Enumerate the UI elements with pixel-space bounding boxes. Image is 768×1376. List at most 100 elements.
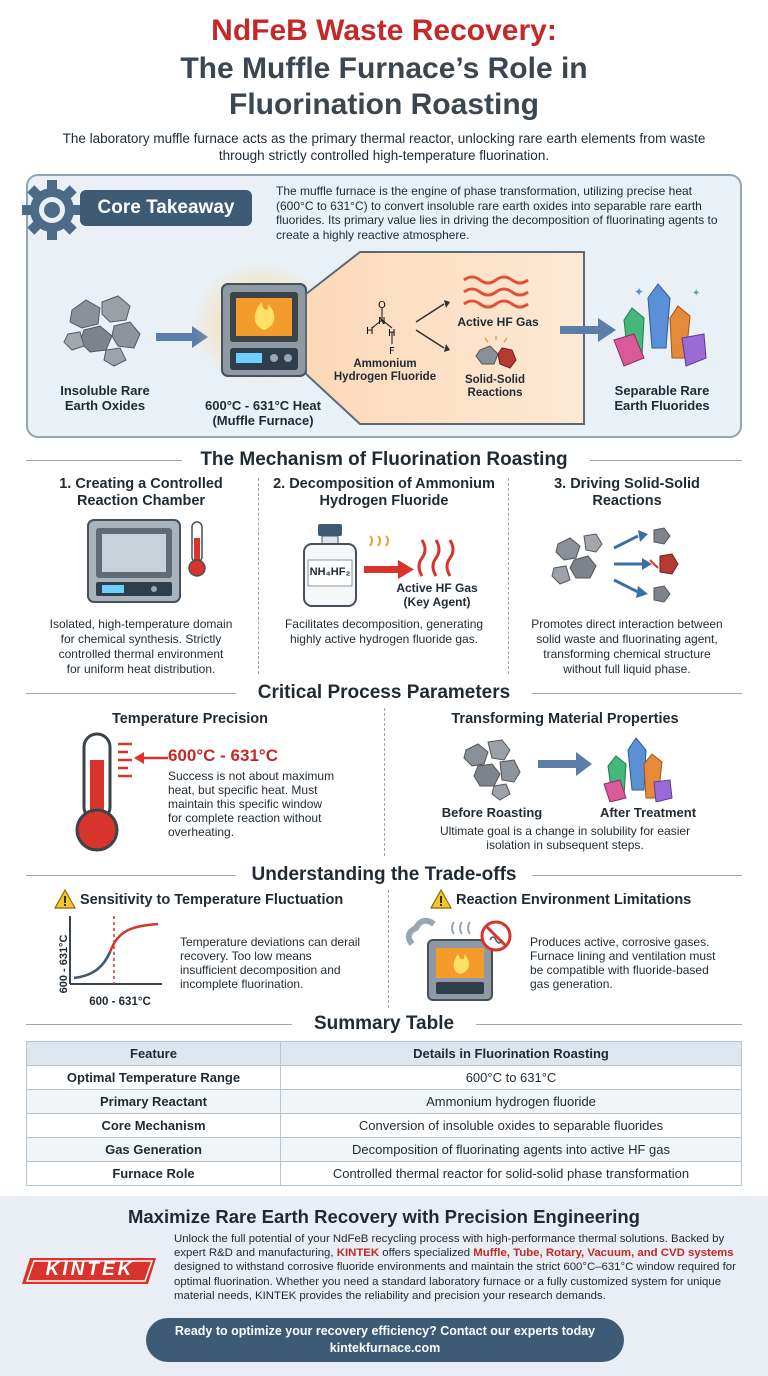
sensitivity-desc-1: Temperature deviations can derail xyxy=(180,935,361,949)
ammonium-label-2: Hydrogen Fluoride xyxy=(333,371,437,383)
environment-desc-2: Furnace lining and ventilation must xyxy=(530,949,716,963)
corrosive-gas-furnace-icon xyxy=(405,917,512,1001)
reaction-chamber-furnace-icon xyxy=(87,519,206,603)
warning-icon xyxy=(54,889,76,909)
table-header-feature: Feature xyxy=(26,1041,281,1066)
chart-axis-x-label: 600 - 631°C xyxy=(89,996,151,1008)
contact-cta-button[interactable]: Ready to optimize your recovery efficien… xyxy=(146,1318,624,1362)
mech-col-1-desc-4: for uniform heat distribution. xyxy=(66,662,216,676)
column-divider xyxy=(258,478,259,674)
mech-col-3-desc-1: Promotes direct interaction between xyxy=(531,617,723,631)
tradeoffs-heading: Understanding the Trade-offs xyxy=(251,864,517,885)
mech-col-1-title-1: 1. Creating a Controlled xyxy=(59,476,223,492)
bottle-label: NH₄HF₂ xyxy=(309,566,351,578)
cta-link[interactable]: kintekfurnace.com xyxy=(329,1341,441,1355)
atom-f: F xyxy=(389,346,395,357)
core-takeaway-label: Core Takeaway xyxy=(80,190,252,226)
mech-col-3-desc-4: without full liquid phase. xyxy=(563,662,691,676)
svg-text:✦: ✦ xyxy=(692,288,700,299)
temp-desc-1: Success is not about maximum xyxy=(168,769,335,783)
page-title-line-1: NdFeB Waste Recovery: xyxy=(211,14,557,47)
reaction-arrows-icon xyxy=(415,300,450,352)
table-cell-detail: Ammonium hydrogen fluoride xyxy=(280,1089,742,1114)
before-roasting-label: Before Roasting xyxy=(441,805,543,820)
rare-earth-oxides-icon xyxy=(63,295,141,367)
page-subtitle: The laboratory muffle furnace acts as th… xyxy=(62,131,706,163)
rare-earth-fluorides-crystals-icon: ✦ ✦ xyxy=(613,283,707,367)
oxides-label-2: Earth Oxides xyxy=(64,398,146,413)
mech-col-1-desc-1: Isolated, high-temperature domain xyxy=(49,617,233,631)
footer-text-b: offers specialized xyxy=(379,1247,474,1260)
chart-axis-y-label: 600 - 631°C xyxy=(58,934,70,994)
solid-solid-label-1: Solid-Solid xyxy=(464,374,526,386)
footer-paragraph: Unlock the full potential of your NdFeB … xyxy=(174,1232,746,1303)
after-treatment-label: After Treatment xyxy=(599,805,697,820)
sensitivity-desc-3: insufficient decomposition and xyxy=(180,963,341,977)
summary-heading: Summary Table xyxy=(313,1013,455,1034)
summary-table: Feature Details in Fluorination Roasting… xyxy=(26,1041,742,1186)
ammonium-label-1: Ammonium xyxy=(353,358,417,370)
page-title-line-3: Fluorination Roasting xyxy=(229,88,539,121)
transforming-properties-title: Transforming Material Properties xyxy=(451,711,679,727)
oxides-label-1: Insoluble Rare xyxy=(60,383,150,398)
sensitivity-desc-2: recovery. Too low means xyxy=(180,949,312,963)
mech-col-3-desc-2: solid waste and fluorinating agent, xyxy=(536,632,718,646)
divider xyxy=(26,460,182,461)
table-cell-detail: Conversion of insoluble oxides to separa… xyxy=(280,1113,742,1138)
temp-desc-2: heat, but specific heat. Must xyxy=(168,783,318,797)
fluorides-label-2: Earth Fluorides xyxy=(614,398,710,413)
column-divider xyxy=(384,708,385,856)
footer-brand: KINTEK xyxy=(336,1247,380,1260)
atom-h: H xyxy=(366,326,374,337)
kintek-logo xyxy=(22,1258,156,1284)
heat-label-2: (Muffle Furnace) xyxy=(212,413,314,428)
key-agent-label-2: (Key Agent) xyxy=(403,595,471,609)
temp-desc-5: overheating. xyxy=(168,825,235,839)
atom-h2: H xyxy=(388,328,396,339)
arrow-right-icon xyxy=(560,318,616,342)
solid-solid-label-2: Reactions xyxy=(467,387,523,399)
mech-col-2-title-1: 2. Decomposition of Ammonium xyxy=(273,476,495,492)
temperature-curve-chart-icon xyxy=(69,916,162,985)
heat-label-1: 600°C - 631°C Heat xyxy=(205,398,321,413)
environment-desc-4: gas generation. xyxy=(530,977,613,991)
mech-col-1-desc-3: controlled thermal environment xyxy=(58,647,224,661)
kintek-logo-text: KINTEK xyxy=(45,1259,135,1280)
table-cell-detail: Decomposition of fluorinating agents int… xyxy=(280,1137,742,1162)
environment-title: Reaction Environment Limitations xyxy=(456,892,692,908)
svg-text:✦: ✦ xyxy=(634,285,644,299)
atom-o: O xyxy=(378,300,386,311)
divider xyxy=(26,1024,292,1025)
mech-col-3-desc-3: transforming chemical structure xyxy=(543,647,711,661)
solid-solid-reaction-icon xyxy=(551,527,679,603)
hf-gas-waves-icon xyxy=(463,275,529,309)
mech-col-1-desc-2: for chemical synthesis. Strictly xyxy=(60,632,222,646)
footer-text-c: designed to withstand corrosive fluoride… xyxy=(174,1261,736,1302)
atom-n: N xyxy=(378,316,385,327)
reagent-bottle-icon xyxy=(303,524,357,607)
table-cell-detail: 600°C to 631°C xyxy=(280,1065,742,1090)
page-title-line-2: The Muffle Furnace’s Role in xyxy=(180,52,588,85)
table-cell-detail: Controlled thermal reactor for solid-sol… xyxy=(280,1161,742,1186)
cta-line-1: Ready to optimize your recovery efficien… xyxy=(174,1324,596,1338)
sensitivity-desc-4: incomplete fluorination. xyxy=(180,977,304,991)
divider xyxy=(532,693,742,694)
warning-icon xyxy=(430,889,452,909)
mech-col-1-title-2: Reaction Chamber xyxy=(76,493,206,509)
footer-systems: Muffle, Tube, Rotary, Vacuum, and CVD sy… xyxy=(473,1247,734,1260)
footer-text-a: Unlock the full potential of your NdFeB … xyxy=(174,1233,725,1260)
mechanism-heading: The Mechanism of Fluorination Roasting xyxy=(200,449,568,470)
parameters-heading: Critical Process Parameters xyxy=(257,682,511,703)
column-divider xyxy=(508,478,509,674)
ammonium-molecule-icon: O H N H F xyxy=(366,300,396,357)
table-cell-feature: Optimal Temperature Range xyxy=(26,1065,281,1090)
table-header-details: Details in Fluorination Roasting xyxy=(280,1041,742,1066)
mech-col-3-title-1: 3. Driving Solid-Solid xyxy=(554,476,700,492)
mech-col-2-desc-1: Facilitates decomposition, generating xyxy=(284,617,484,631)
environment-desc-1: Produces active, corrosive gases. xyxy=(530,935,710,949)
